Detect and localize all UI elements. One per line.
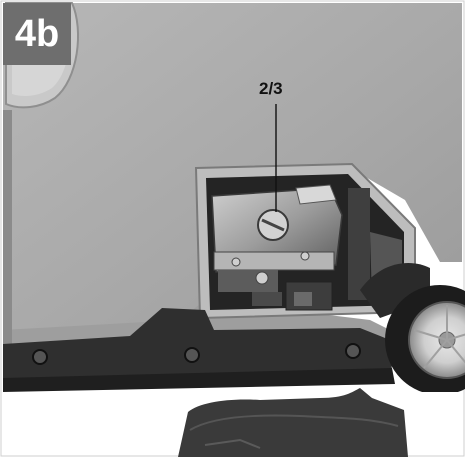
base-bolt	[184, 347, 200, 363]
base-skirt	[3, 308, 392, 382]
base-bolt	[345, 343, 361, 359]
callout-label: 2/3	[259, 79, 283, 98]
step-badge: 4b	[3, 3, 71, 65]
wheel-hub	[408, 301, 465, 379]
housing-panel	[3, 3, 462, 350]
base-bolt	[32, 349, 48, 365]
